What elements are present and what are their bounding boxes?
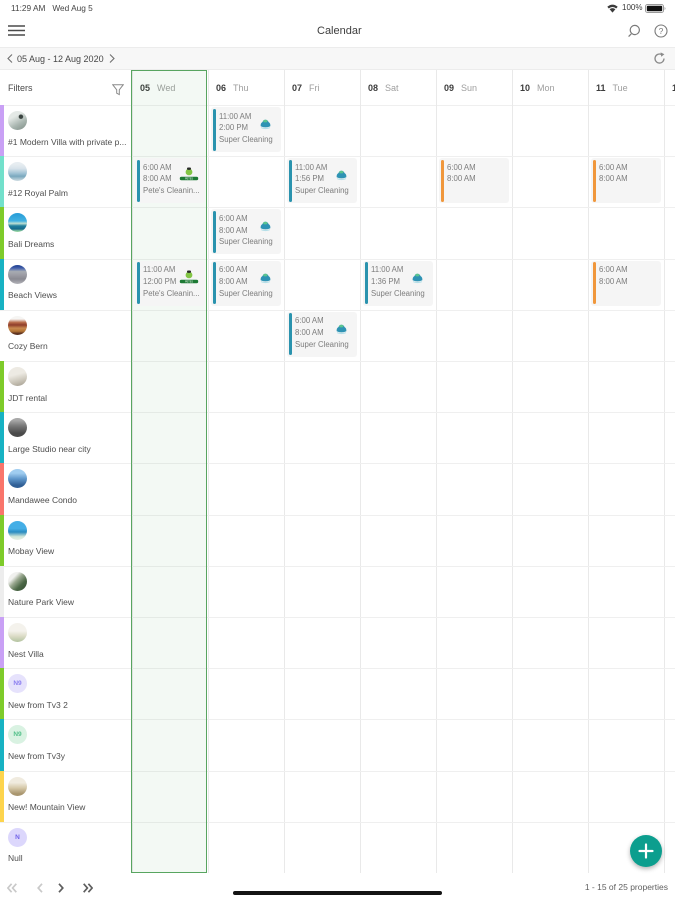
- svg-text:PETES: PETES: [185, 178, 193, 181]
- svg-text:PETES: PETES: [185, 280, 193, 283]
- svg-text:?: ?: [659, 26, 664, 36]
